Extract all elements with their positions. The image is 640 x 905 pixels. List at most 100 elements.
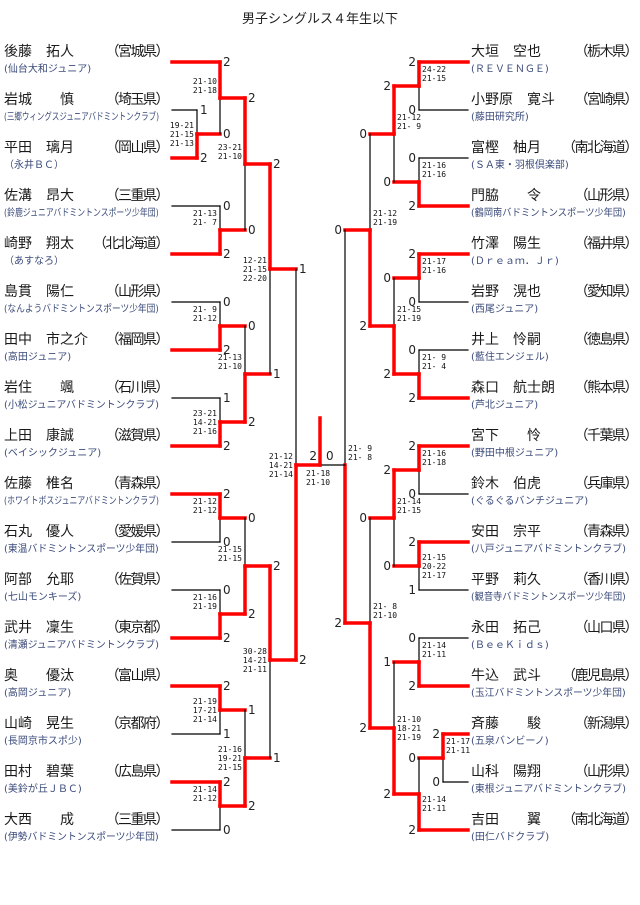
player-club: (仙台大和ジュニア) bbox=[4, 64, 92, 75]
player-prefecture: （青森県） bbox=[574, 524, 639, 540]
game-scores: 21-16 19-21 21-15 bbox=[217, 744, 242, 772]
match-score: 2 bbox=[408, 391, 416, 405]
match-score: 2 bbox=[383, 79, 391, 93]
player-prefecture: （埼玉県） bbox=[105, 92, 170, 108]
player-prefecture: （三重県） bbox=[105, 812, 170, 828]
player-club: (東根ジュニアバドミントンクラブ) bbox=[471, 784, 627, 795]
match-score: 2 bbox=[408, 679, 416, 693]
match-score: 0 bbox=[408, 295, 416, 309]
match-score: 1 bbox=[223, 391, 231, 405]
player-name: 岩城 慎 bbox=[4, 92, 74, 108]
player-prefecture: （山口県） bbox=[574, 620, 639, 636]
player-name: 門脇 令 bbox=[471, 188, 541, 204]
match-score: 1 bbox=[273, 367, 281, 381]
game-scores: 24-22 21-15 bbox=[422, 65, 447, 83]
player-name: 佐藤 椎名 bbox=[4, 476, 74, 492]
player-club: (五泉バンビーノ) bbox=[471, 736, 549, 747]
player-entry: 竹澤 陽生 （福井県） (Ｄｒｅａｍ．Ｊｒ) bbox=[471, 236, 639, 276]
player-prefecture: （宮城県） bbox=[105, 44, 170, 60]
game-scores: 21-15 21-19 bbox=[397, 305, 422, 323]
player-club: (三郷ウィングスジュニアバドミントンクラブ) bbox=[4, 112, 160, 123]
game-scores: 21-14 21-11 bbox=[422, 641, 447, 659]
player-name: 田中 市之介 bbox=[4, 332, 88, 348]
game-scores: 21-17 21-11 bbox=[446, 737, 471, 755]
match-score: 2 bbox=[273, 157, 281, 171]
game-scores: 19-21 21-15 21-13 bbox=[169, 120, 194, 148]
player-name: 石丸 優人 bbox=[4, 524, 74, 540]
match-score: 2 bbox=[408, 823, 416, 837]
player-prefecture: （石川県） bbox=[105, 380, 170, 396]
game-scores: 21-15 20-22 21-17 bbox=[422, 552, 447, 580]
match-score: 0 bbox=[223, 823, 231, 837]
match-score: 1 bbox=[408, 583, 416, 597]
match-score: 2 bbox=[223, 55, 231, 69]
match-score: 0 bbox=[334, 223, 342, 237]
player-club: (東温バドミントンスポーツ少年団) bbox=[4, 544, 159, 555]
player-club: (ぐるぐるバンチジュニア) bbox=[471, 496, 589, 507]
player-club: (玉江バドミントンスポーツ少年団) bbox=[471, 688, 626, 699]
match-score: 2 bbox=[223, 775, 231, 789]
player-entry: 後藤 拓人 （宮城県） (仙台大和ジュニア) bbox=[4, 44, 170, 84]
player-entry: 平田 璃月 （岡山県） （永井ＢＣ） bbox=[4, 140, 169, 180]
match-score: 1 bbox=[273, 751, 281, 765]
player-club: (清瀬ジュニアバドミントンクラブ) bbox=[4, 640, 160, 651]
match-score: 1 bbox=[248, 703, 256, 717]
player-name: 田村 碧葉 bbox=[4, 764, 74, 780]
game-scores: 21-19 17-21 21-14 bbox=[192, 696, 217, 724]
match-score: 2 bbox=[299, 653, 307, 667]
player-entry: 山科 陽翔 （山形県） (東根ジュニアバドミントンクラブ) bbox=[471, 764, 639, 804]
match-score: 2 bbox=[273, 559, 281, 573]
player-entry: 富樫 柚月 （南北海道） (ＳＡ東・羽根倶楽部) bbox=[471, 140, 639, 180]
player-entry: 鈴木 伯虎 （兵庫県） (ぐるぐるバンチジュニア) bbox=[471, 476, 638, 516]
match-score: 2 bbox=[248, 799, 256, 813]
player-prefecture: （山形県） bbox=[574, 764, 639, 780]
match-score: 2 bbox=[223, 631, 231, 645]
player-club: (ＲＥＶＥＮＧＥ) bbox=[471, 64, 549, 75]
game-scores: 21-13 21- 7 bbox=[192, 209, 217, 227]
player-club: (藤田研究所) bbox=[471, 112, 529, 123]
player-entry: 武井 凜生 （東京都） (清瀬ジュニアバドミントンクラブ) bbox=[4, 620, 169, 660]
player-club: (ＳＡ東・羽根倶楽部) bbox=[471, 160, 569, 171]
match-score: 2 bbox=[223, 439, 231, 453]
match-score: 0 bbox=[359, 511, 367, 525]
player-club: (小松ジュニアバドミントンクラブ) bbox=[4, 400, 160, 411]
match-score: 0 bbox=[383, 271, 391, 285]
player-name: 阿部 允耶 bbox=[4, 572, 74, 588]
player-name: 武井 凜生 bbox=[4, 620, 74, 636]
game-scores: 21-16 21-19 bbox=[192, 593, 217, 611]
player-club: (芦北ジュニア) bbox=[471, 400, 539, 411]
match-score: 0 bbox=[408, 103, 416, 117]
player-prefecture: （京都府） bbox=[105, 716, 170, 732]
game-scores: 21- 9 21- 8 bbox=[348, 444, 373, 462]
game-scores: 21-17 21-16 bbox=[422, 257, 447, 275]
player-entry: 阿部 允耶 （佐賀県） (七山モンキーズ) bbox=[4, 572, 169, 612]
player-name: 安田 宗平 bbox=[471, 524, 541, 540]
player-name: 山科 陽翔 bbox=[471, 764, 541, 780]
match-score: 0 bbox=[248, 319, 256, 333]
player-name: 斉藤 駿 bbox=[471, 716, 541, 732]
match-score: 0 bbox=[359, 127, 367, 141]
final-score-right: 0 bbox=[326, 449, 334, 463]
player-entry: 佐藤 椎名 （青森県） (ホワイトボスジュニアバドミントンクラブ) bbox=[4, 476, 169, 516]
game-scores: 21-15 21-15 bbox=[217, 545, 242, 563]
game-scores: 21-16 21-18 bbox=[422, 449, 447, 467]
game-scores: 30-28 14-21 21-11 bbox=[242, 646, 267, 674]
match-score: 2 bbox=[408, 439, 416, 453]
player-club: (ホワイトボスジュニアバドミントンクラブ) bbox=[4, 496, 160, 507]
game-scores: 21- 9 21-12 bbox=[192, 305, 217, 323]
match-score: 1 bbox=[223, 727, 231, 741]
player-prefecture: （栃木県） bbox=[574, 44, 639, 60]
player-name: 平野 莉久 bbox=[471, 572, 541, 588]
player-prefecture: （福井県） bbox=[574, 236, 639, 252]
player-name: 後藤 拓人 bbox=[4, 44, 74, 60]
player-entry: 斉藤 駿 （新潟県） (五泉バンビーノ) bbox=[471, 716, 638, 756]
match-score: 0 bbox=[408, 751, 416, 765]
game-scores: 21-14 21-15 bbox=[397, 497, 422, 515]
match-score: 0 bbox=[223, 199, 231, 213]
match-score: 0 bbox=[383, 175, 391, 189]
match-score: 2 bbox=[383, 787, 391, 801]
player-prefecture: （北北海道） bbox=[93, 236, 170, 252]
player-name: 大垣 空也 bbox=[471, 44, 541, 60]
match-score: 0 bbox=[248, 511, 256, 525]
